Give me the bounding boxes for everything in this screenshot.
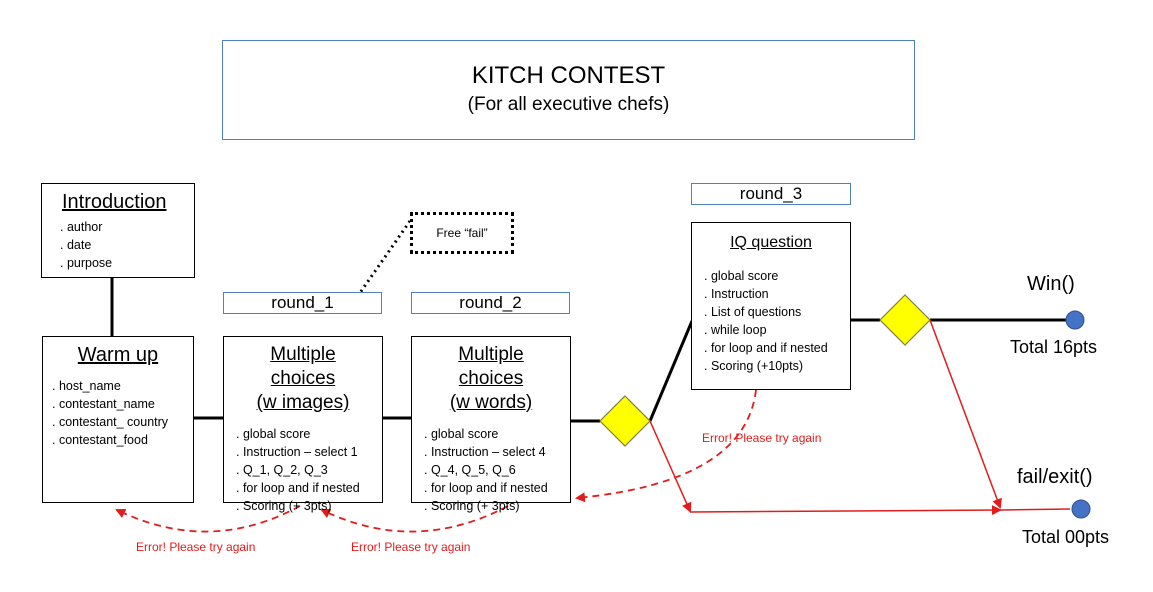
round-1-box: Multiple choices (w images) . global sco… <box>223 336 383 513</box>
fail-line-end <box>999 508 1071 511</box>
list-item: . Q_4, Q_5, Q_6 <box>424 463 516 477</box>
list-item: . global score <box>236 427 311 441</box>
introduction-box: Introduction . author . date . purpose <box>41 183 195 278</box>
list-item: . contestant_name <box>52 397 155 411</box>
fail-end-node <box>1071 499 1091 519</box>
round-3-label: round_3 <box>739 184 803 203</box>
list-item: . Scoring (+10pts) <box>704 359 804 373</box>
introduction-heading: Introduction <box>62 191 167 213</box>
error-label-round-1: Error! Please try again <box>136 540 256 554</box>
title-box: KITCH CONTEST (For all executive chefs) <box>222 40 915 140</box>
round-2-box: Multiple choices (w words) . global scor… <box>411 336 571 513</box>
connector-free-fail <box>353 220 412 301</box>
list-item: . Scoring (+ 3pts) <box>236 499 332 513</box>
round-3-label-box: round_3 <box>691 183 851 205</box>
list-item: . global score <box>704 269 779 283</box>
list-item: . for loop and if nested <box>424 481 548 495</box>
decision-diamond-1 <box>599 395 651 447</box>
round-2-heading: Multiple choices <box>458 344 524 389</box>
fail-label: fail/exit() <box>1017 466 1093 488</box>
warm-up-list: . host_name . contestant_name . contesta… <box>52 377 193 449</box>
error-label-round-3: Error! Please try again <box>702 431 822 445</box>
round-1-heading: Multiple choices <box>270 344 336 389</box>
list-item: . global score <box>424 427 499 441</box>
fail-total: Total 00pts <box>1022 527 1110 547</box>
free-fail-note-box: Free “fail” <box>410 212 514 254</box>
round-3-box: IQ question . global score . Instruction… <box>691 222 851 390</box>
list-item: . purpose <box>60 256 113 270</box>
round-1-label-box: round_1 <box>223 292 382 314</box>
win-end-node <box>1065 310 1085 330</box>
list-item: . host_name <box>52 379 121 393</box>
list-item: . Instruction – select 4 <box>424 445 546 459</box>
list-item: . List of questions <box>704 305 802 319</box>
win-total: Total 16pts <box>1010 337 1098 357</box>
round-2-list: . global score . Instruction – select 4 … <box>424 425 570 515</box>
list-item: . author <box>60 220 103 234</box>
round-1-list: . global score . Instruction – select 1 … <box>236 425 382 515</box>
introduction-list: . author . date . purpose <box>60 218 194 272</box>
round-2-label-box: round_2 <box>411 292 570 314</box>
retry-arc-round1 <box>115 505 301 533</box>
list-item: . Q_1, Q_2, Q_3 <box>236 463 328 477</box>
retry-arc-round3 <box>575 389 757 503</box>
retry-arc-round2 <box>320 505 509 533</box>
page-subtitle: (For all executive chefs) <box>467 94 670 115</box>
list-item: . Scoring (+ 3pts) <box>424 499 520 513</box>
connector-decision1-round3 <box>648 320 694 422</box>
decision-diamond-2 <box>879 294 931 346</box>
round-3-list: . global score . Instruction . List of q… <box>704 267 850 375</box>
page-title: KITCH CONTEST <box>471 62 666 89</box>
fail-line-decision2 <box>929 319 1002 509</box>
list-item: . while loop <box>704 323 767 337</box>
list-item: . for loop and if nested <box>704 341 828 355</box>
fail-line-decision1 <box>649 420 692 513</box>
warm-up-heading: Warm up <box>77 344 159 366</box>
list-item: . for loop and if nested <box>236 481 360 495</box>
round-1-label: round_1 <box>271 293 334 312</box>
round-2-subheading: (w words) <box>449 392 533 413</box>
list-item: . date <box>60 238 92 252</box>
fail-line-bottom <box>689 505 1002 516</box>
round-1-subheading: (w images) <box>256 392 350 413</box>
round-2-label: round_2 <box>459 293 522 312</box>
warm-up-box: Warm up . host_name . contestant_name . … <box>42 336 194 503</box>
error-label-round-2: Error! Please try again <box>351 540 471 554</box>
list-item: . contestant_food <box>52 433 148 447</box>
list-item: . contestant_ country <box>52 415 169 429</box>
free-fail-note: Free “fail” <box>436 226 488 240</box>
list-item: . Instruction <box>704 287 769 301</box>
win-label: Win() <box>1027 273 1075 295</box>
round-3-heading: IQ question <box>730 234 812 251</box>
list-item: . Instruction – select 1 <box>236 445 358 459</box>
